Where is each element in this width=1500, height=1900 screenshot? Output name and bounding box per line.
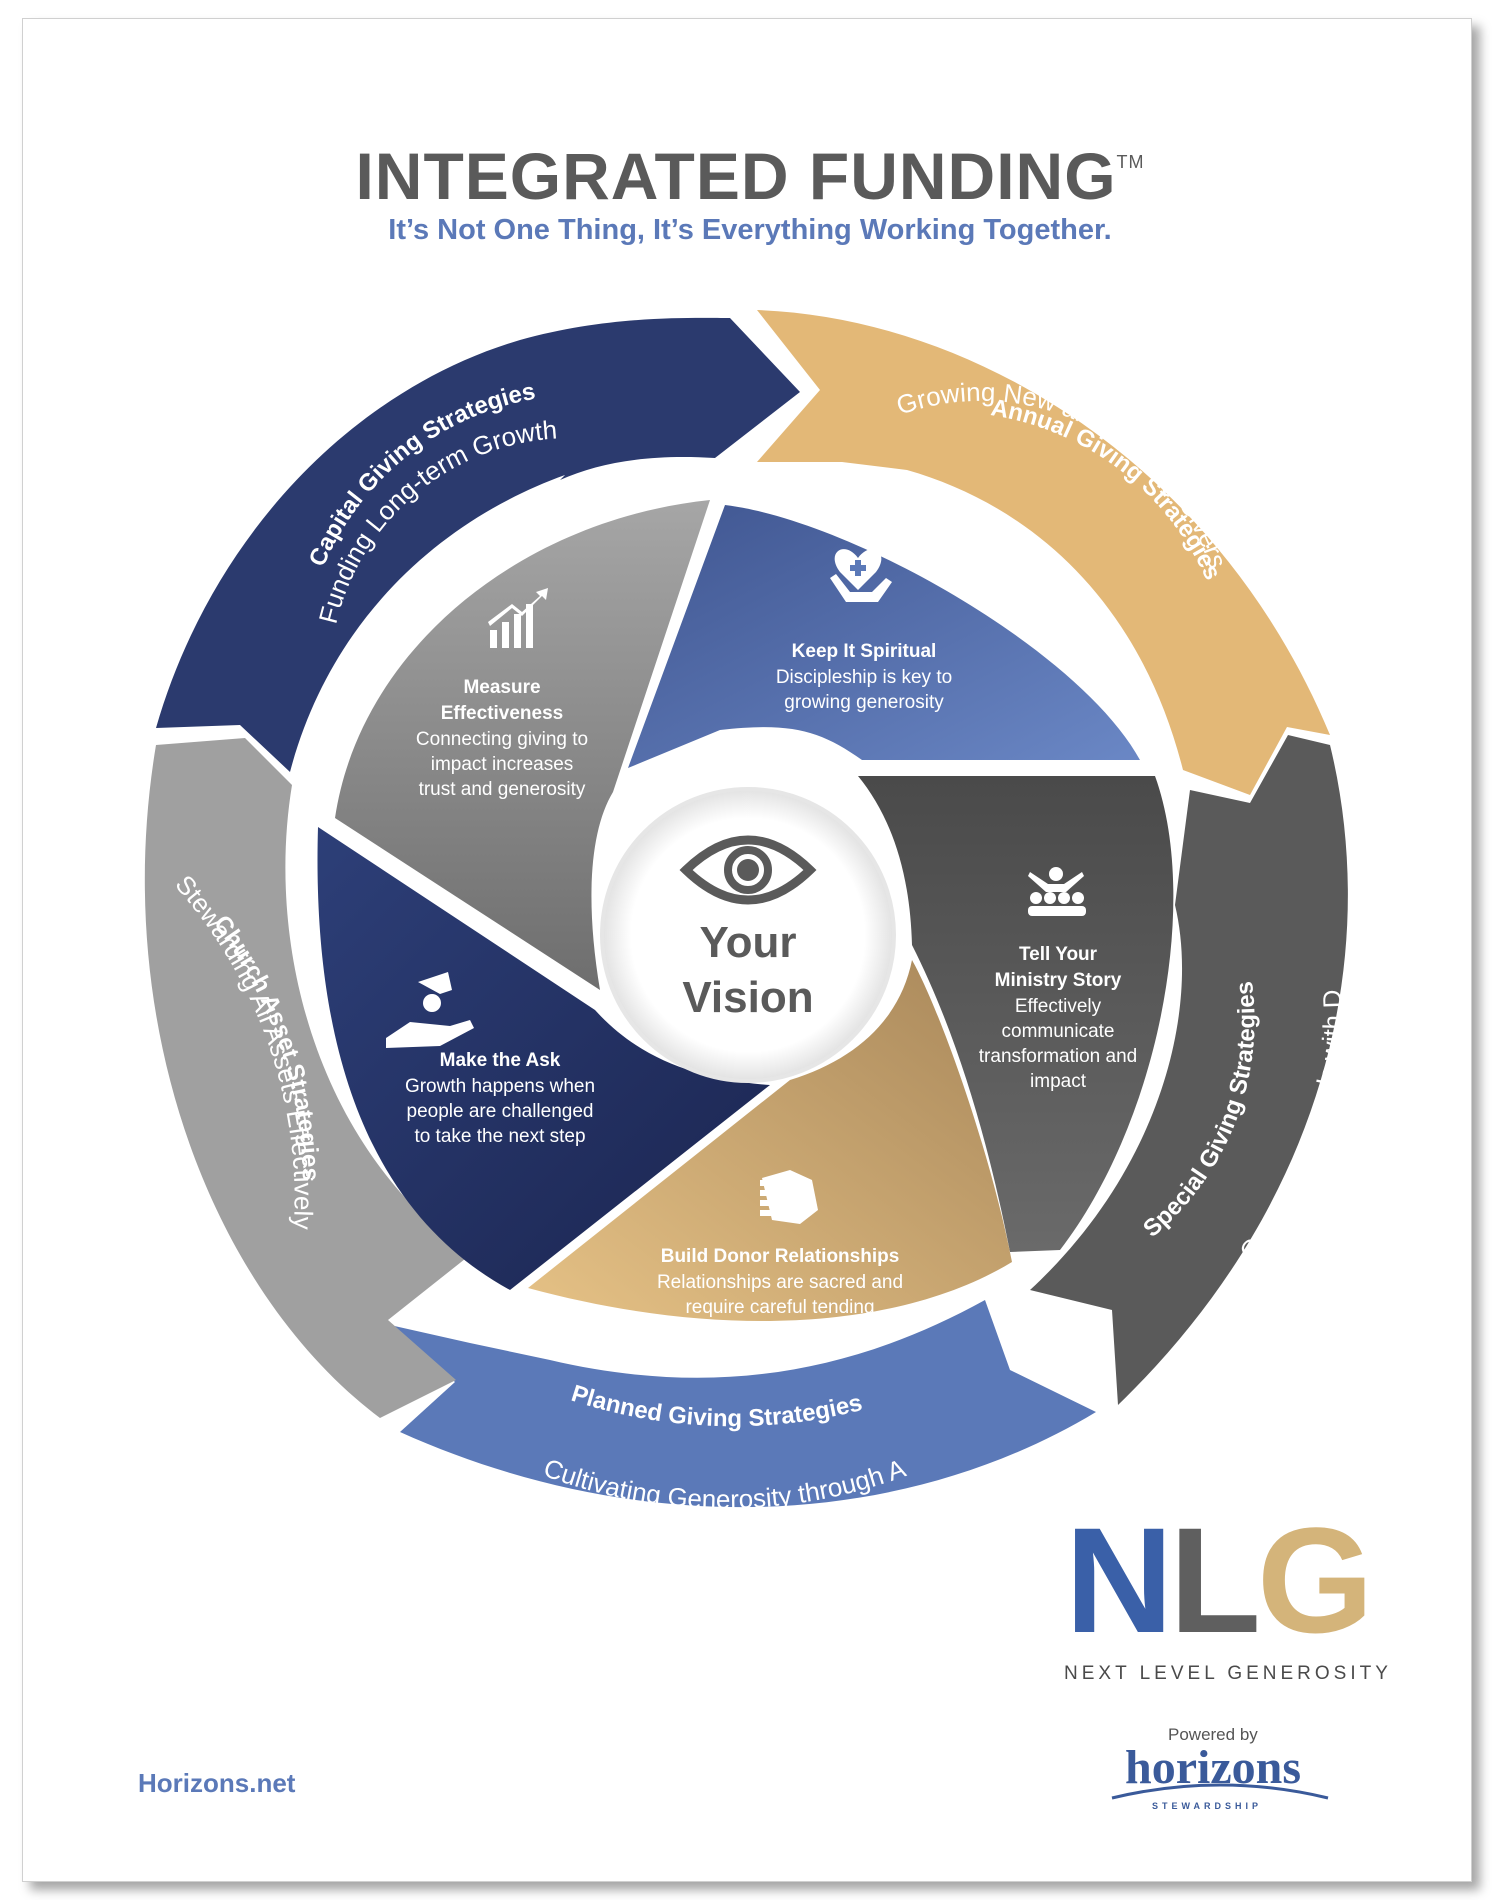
make-ask-desc-1: Growth happens when [405,1076,595,1097]
measure-desc-1: Connecting giving to [416,729,588,750]
build-relationships-desc-1: Relationships are sacred and [657,1272,903,1293]
tell-story-title-2: Ministry Story [995,970,1122,991]
build-relationships-desc-2: require careful tending [685,1297,874,1318]
measure-desc-3: trust and generosity [419,779,586,800]
powered-by-label: Powered by [1168,1725,1258,1744]
tell-story-desc-4: impact [1030,1071,1087,1092]
measure-title-1: Measure [463,677,540,698]
inner-wheel [317,500,1174,1322]
keep-spiritual-desc-1: Discipleship is key to [776,667,952,688]
keep-spiritual-desc-2: growing generosity [784,692,944,713]
horizons-swoosh-icon [1111,1783,1329,1800]
heart-hand-icon [830,549,892,602]
segment-tell-story [858,776,1174,1252]
keep-spiritual-title: Keep It Spiritual [792,641,937,662]
measure-desc-2: impact increases [431,754,574,775]
horizons-sub: STEWARDSHIP [1152,1801,1263,1811]
planned-arrow [390,1300,1096,1508]
page-subtitle: It’s Not One Thing, It’s Everything Work… [388,214,1112,246]
capital-arrow [156,317,800,772]
eye-icon [679,835,817,905]
make-ask-desc-2: people are challenged [407,1101,594,1122]
tell-story-desc-3: transformation and [979,1046,1137,1067]
tell-story-title-1: Tell Your [1019,944,1098,965]
make-ask-desc-3: to take the next step [414,1126,585,1147]
center-vision: Your Vision [600,787,896,1083]
annual-arrow [757,310,1330,795]
center-line2: Vision [682,973,813,1022]
center-line1: Your [700,918,797,967]
segment-keep-spiritual [628,505,1140,768]
page-title: INTEGRATED FUNDINGTM [355,139,1145,213]
make-ask-title: Make the Ask [440,1050,561,1071]
giving-hand-icon [386,972,474,1048]
church-asset-arrow [144,738,471,1418]
special-arrow [1030,735,1348,1405]
outer-ring [144,310,1348,1508]
growth-chart-icon [488,588,548,648]
handshake-icon [760,1170,818,1224]
segment-make-ask [317,827,770,1290]
nlg-logo: NLG [1065,1496,1374,1664]
tell-story-desc-2: communicate [1002,1021,1115,1042]
tell-story-desc-1: Effectively [1015,996,1102,1017]
footer-url-link[interactable]: Horizons.net [138,1768,296,1798]
trademark: TM [1116,152,1145,172]
measure-title-2: Effectiveness [441,703,564,724]
nlg-tagline: NEXT LEVEL GENEROSITY [1064,1663,1392,1684]
build-relationships-title: Build Donor Relationships [661,1246,900,1267]
speaker-audience-icon [1028,867,1086,916]
segment-measure [335,500,710,990]
segment-build-relationships [528,960,1012,1322]
